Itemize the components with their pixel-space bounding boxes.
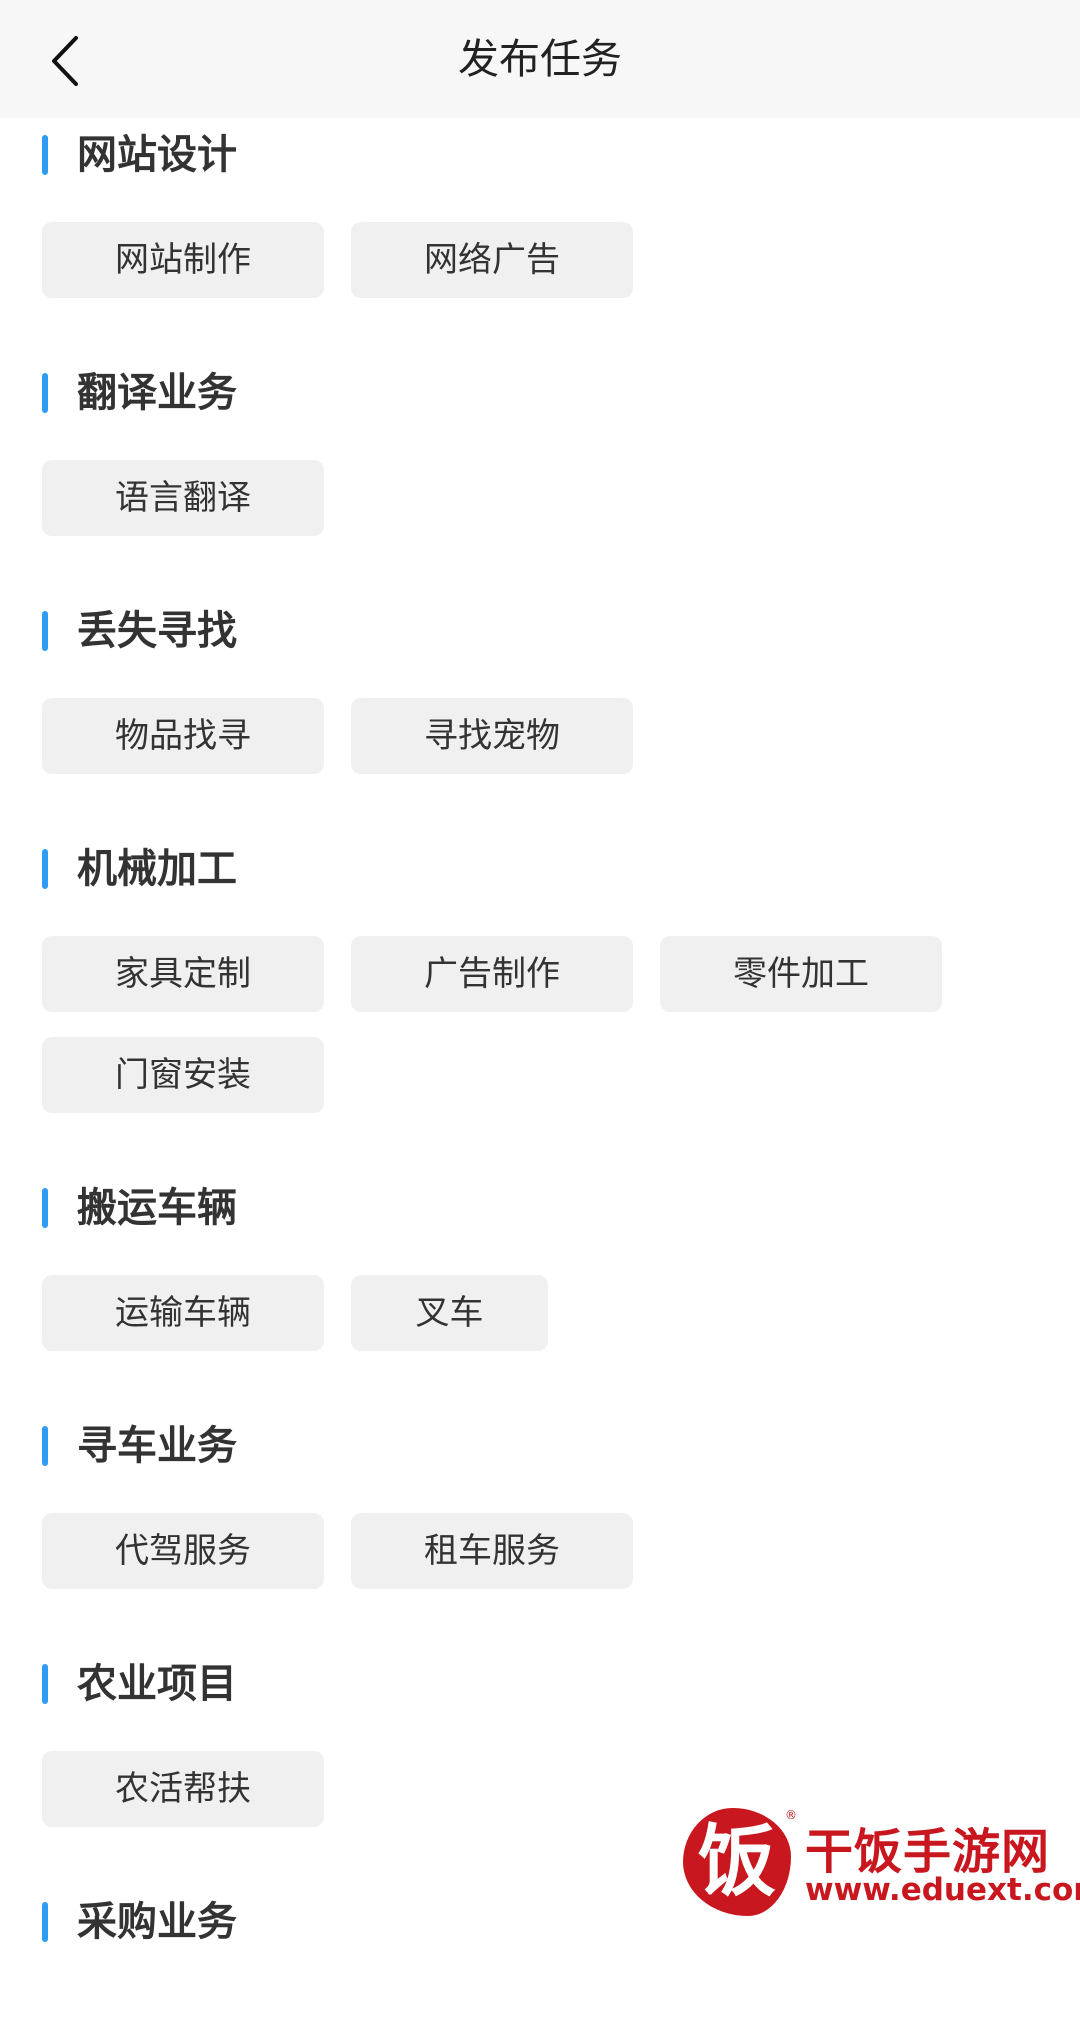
chip-group: 网站制作网络广告 — [0, 222, 1000, 298]
section-accent-bar — [42, 849, 48, 889]
section-title: 网站设计 — [0, 131, 1080, 179]
section-accent-bar — [42, 373, 48, 413]
section-title: 丢失寻找 — [0, 607, 1080, 655]
chip-group: 物品找寻寻找宠物 — [0, 698, 1000, 774]
task-type-chip[interactable]: 叉车 — [351, 1275, 548, 1351]
task-type-chip[interactable]: 网络广告 — [351, 222, 633, 298]
category-section: 寻车业务代驾服务租车服务 — [0, 1422, 1080, 1589]
section-accent-bar — [42, 135, 48, 175]
category-section: 丢失寻找物品找寻寻找宠物 — [0, 607, 1080, 774]
category-section: 农业项目农活帮扶 — [0, 1660, 1080, 1827]
chip-group: 代驾服务租车服务 — [0, 1513, 1000, 1589]
task-type-chip[interactable]: 家具定制 — [42, 936, 324, 1012]
section-title: 机械加工 — [0, 845, 1080, 893]
back-button[interactable] — [40, 30, 100, 90]
section-title: 寻车业务 — [0, 1422, 1080, 1470]
task-type-chip[interactable]: 零件加工 — [660, 936, 942, 1012]
section-title-text: 搬运车辆 — [77, 1185, 237, 1231]
chip-group: 农活帮扶 — [0, 1751, 1000, 1827]
section-title-text: 机械加工 — [77, 846, 237, 892]
logo-name: 干饭手游网 — [805, 1824, 1051, 1880]
task-type-chip[interactable]: 运输车辆 — [42, 1275, 324, 1351]
page-title: 发布任务 — [458, 35, 622, 83]
chip-group: 语言翻译 — [0, 460, 1000, 536]
task-type-chip[interactable]: 门窗安装 — [42, 1037, 324, 1113]
logo-url: www.eduext.com — [805, 1872, 1080, 1908]
registered-mark: ® — [785, 1808, 797, 1822]
chip-group: 家具定制广告制作零件加工门窗安装 — [0, 936, 1000, 1113]
logo-mark: 饭 — [683, 1808, 791, 1916]
task-type-chip[interactable]: 代驾服务 — [42, 1513, 324, 1589]
section-title: 翻译业务 — [0, 369, 1080, 417]
section-title-text: 农业项目 — [77, 1661, 237, 1707]
section-accent-bar — [42, 611, 48, 651]
section-accent-bar — [42, 1664, 48, 1704]
category-section: 翻译业务语言翻译 — [0, 369, 1080, 536]
section-title-text: 网站设计 — [77, 132, 237, 178]
category-section: 机械加工家具定制广告制作零件加工门窗安装 — [0, 845, 1080, 1113]
top-nav-bar: 发布任务 — [0, 0, 1080, 118]
watermark-logo: 饭 ® 干饭手游网 www.eduext.com — [683, 1800, 1080, 1920]
task-type-chip[interactable]: 广告制作 — [351, 936, 633, 1012]
section-title-text: 翻译业务 — [77, 370, 237, 416]
task-type-chip[interactable]: 物品找寻 — [42, 698, 324, 774]
task-type-chip[interactable]: 寻找宠物 — [351, 698, 633, 774]
task-type-chip[interactable]: 网站制作 — [42, 222, 324, 298]
section-accent-bar — [42, 1426, 48, 1466]
section-accent-bar — [42, 1188, 48, 1228]
category-section: 网站设计网站制作网络广告 — [0, 131, 1080, 298]
task-type-chip[interactable]: 租车服务 — [351, 1513, 633, 1589]
chip-group: 运输车辆叉车 — [0, 1275, 1000, 1351]
section-title-text: 寻车业务 — [77, 1423, 237, 1469]
chevron-left-icon — [52, 36, 78, 86]
section-title-text: 丢失寻找 — [77, 608, 237, 654]
category-section: 搬运车辆运输车辆叉车 — [0, 1184, 1080, 1351]
section-title: 农业项目 — [0, 1660, 1080, 1708]
category-list: 网站设计网站制作网络广告翻译业务语言翻译丢失寻找物品找寻寻找宠物机械加工家具定制… — [0, 131, 1080, 2017]
section-accent-bar — [42, 1902, 48, 1942]
task-type-chip[interactable]: 农活帮扶 — [42, 1751, 324, 1827]
task-type-chip[interactable]: 语言翻译 — [42, 460, 324, 536]
section-title-text: 采购业务 — [77, 1899, 237, 1945]
section-title: 搬运车辆 — [0, 1184, 1080, 1232]
